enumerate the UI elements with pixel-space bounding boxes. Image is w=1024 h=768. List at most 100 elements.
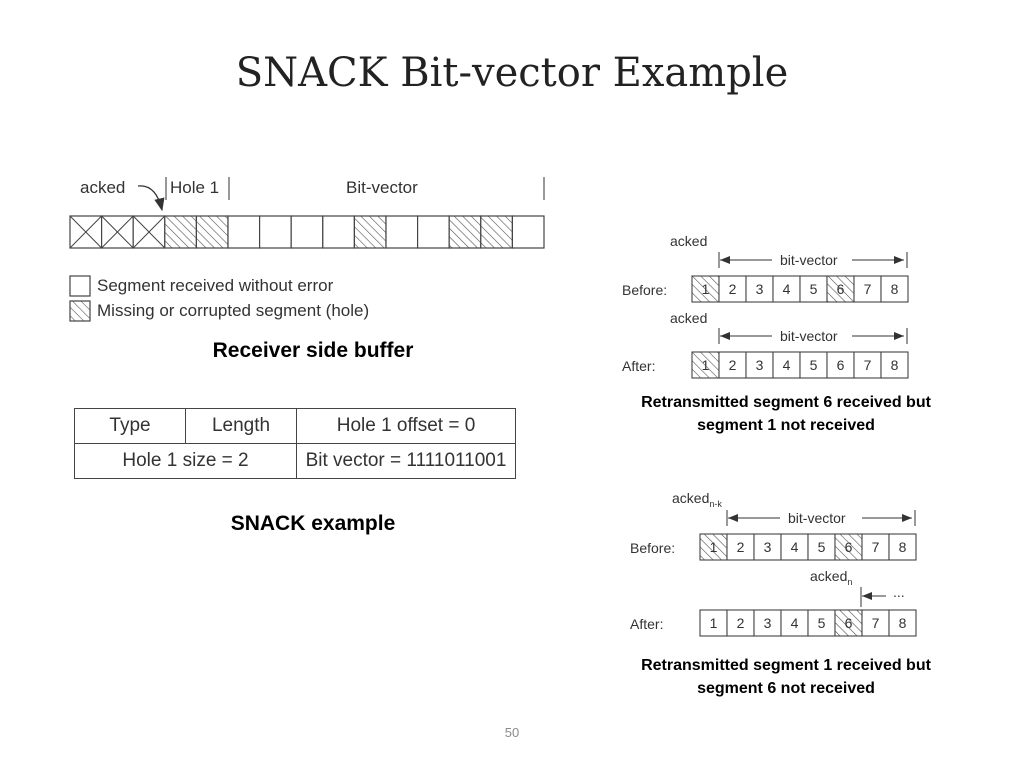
snack-example-caption: SNACK example <box>230 512 396 535</box>
segment-cell <box>807 609 836 637</box>
segment-number: 8 <box>891 281 899 297</box>
example2-caption-line1: Retransmitted segment 1 received but <box>641 657 931 674</box>
buffer-cell-ok <box>290 215 324 249</box>
acked-label: acked <box>80 178 125 197</box>
segment-number: 6 <box>837 357 845 373</box>
acked-pointer-arrow <box>137 185 165 212</box>
segment-cell <box>888 533 917 561</box>
segment-cell <box>699 609 728 637</box>
segment-cell <box>807 533 836 561</box>
segment-cell <box>726 533 755 561</box>
segment-number: 4 <box>783 357 791 373</box>
ex1-before-acked-label: acked <box>670 233 707 249</box>
segment-cell <box>861 609 890 637</box>
segment-number: 1 <box>702 357 710 373</box>
bitvector-label: Bit-vector <box>346 178 418 197</box>
segment-number: 1 <box>710 615 718 631</box>
segment-cell <box>826 351 855 379</box>
buffer-cell-hole <box>353 215 387 249</box>
buffer-cell-hole <box>195 215 229 249</box>
ex1-after-bitvector-label: bit-vector <box>780 328 838 344</box>
hole-offset-cell: Hole 1 offset = 0 <box>296 408 516 444</box>
legend-missing-label: Missing or corrupted segment (hole) <box>97 301 369 320</box>
buffer-cell-hole <box>480 215 513 249</box>
acked-cross-line <box>101 215 134 249</box>
buffer-cell-ok <box>417 215 450 249</box>
segment-number: 5 <box>818 615 826 631</box>
segment-cell <box>799 351 828 379</box>
segment-number: 6 <box>837 281 845 297</box>
ex2-before-arrow-left-head <box>728 514 738 522</box>
segment-number: 6 <box>845 539 853 555</box>
ex2-before-label: Before: <box>630 540 675 556</box>
segment-cell <box>880 275 909 303</box>
receiver-buffer-diagram: acked Hole 1 Bit-vector Segment received… <box>69 177 545 322</box>
segment-cell <box>753 609 782 637</box>
legend-missing-swatch <box>69 300 91 322</box>
segment-cell <box>718 275 747 303</box>
segment-number: 5 <box>810 357 818 373</box>
receiver-buffer-caption: Receiver side buffer <box>212 339 414 362</box>
buffer-cell-ok <box>511 215 545 249</box>
buffer-cell-ok <box>385 215 419 249</box>
ex2-after-label: After: <box>630 616 663 632</box>
segment-cell <box>861 533 890 561</box>
ex2-after-arrow-head <box>862 592 872 600</box>
type-cell: Type <box>74 408 186 444</box>
segment-number: 2 <box>737 615 745 631</box>
ex1-after-label: After: <box>622 358 655 374</box>
segment-cell-hole <box>699 533 728 561</box>
segment-number: 3 <box>756 357 764 373</box>
ex2-acked-before-label: ackedn-k <box>672 490 722 509</box>
slide-title: SNACK Bit-vector Example <box>235 50 789 96</box>
buffer-cell-ok <box>259 215 292 249</box>
example2-caption: Retransmitted segment 1 received but seg… <box>598 654 974 700</box>
segment-cell <box>718 351 747 379</box>
segment-number: 4 <box>791 615 799 631</box>
segment-cell <box>888 609 917 637</box>
segment-number: 3 <box>764 539 772 555</box>
segment-number: 6 <box>845 615 853 631</box>
segment-number: 1 <box>710 539 718 555</box>
buffer-cell-hole <box>448 215 482 249</box>
segment-cell <box>745 351 774 379</box>
legend-received-swatch <box>69 275 91 297</box>
ex1-before-label: Before: <box>622 282 667 298</box>
buffer-cells <box>69 215 545 249</box>
ex1-after-acked-label: acked <box>670 310 707 326</box>
segment-number: 3 <box>764 615 772 631</box>
segment-number: 2 <box>737 539 745 555</box>
segment-cell <box>853 351 882 379</box>
slide-number: 50 <box>504 725 520 740</box>
segment-number: 8 <box>899 539 907 555</box>
segment-number: 2 <box>729 357 737 373</box>
segment-number: 5 <box>818 539 826 555</box>
ex1-after-arrow-right-head <box>894 332 904 340</box>
legend-received-label: Segment received without error <box>97 276 334 295</box>
hole1-label: Hole 1 <box>170 178 219 197</box>
example1-caption-line2: segment 1 not received <box>697 417 875 434</box>
segment-number: 7 <box>872 539 880 555</box>
segment-cell <box>780 609 809 637</box>
buffer-cell-hole <box>164 215 198 249</box>
segment-cell <box>726 609 755 637</box>
example2-caption-line2: segment 6 not received <box>697 680 875 697</box>
hole-size-cell: Hole 1 size = 2 <box>74 443 297 479</box>
segment-cell <box>772 275 801 303</box>
ex2-ellipsis: ... <box>893 584 905 600</box>
example1-caption: Retransmitted segment 6 received but seg… <box>598 391 974 437</box>
segment-cell <box>799 275 828 303</box>
ex1-before-arrow-left-head <box>720 256 730 264</box>
buffer-cell-ok <box>227 215 261 249</box>
ex1-before-arrow-right-head <box>894 256 904 264</box>
segment-number: 1 <box>702 281 710 297</box>
ex1-before-bitvector-label: bit-vector <box>780 252 838 268</box>
table-row: Type Length Hole 1 offset = 0 <box>74 408 516 444</box>
